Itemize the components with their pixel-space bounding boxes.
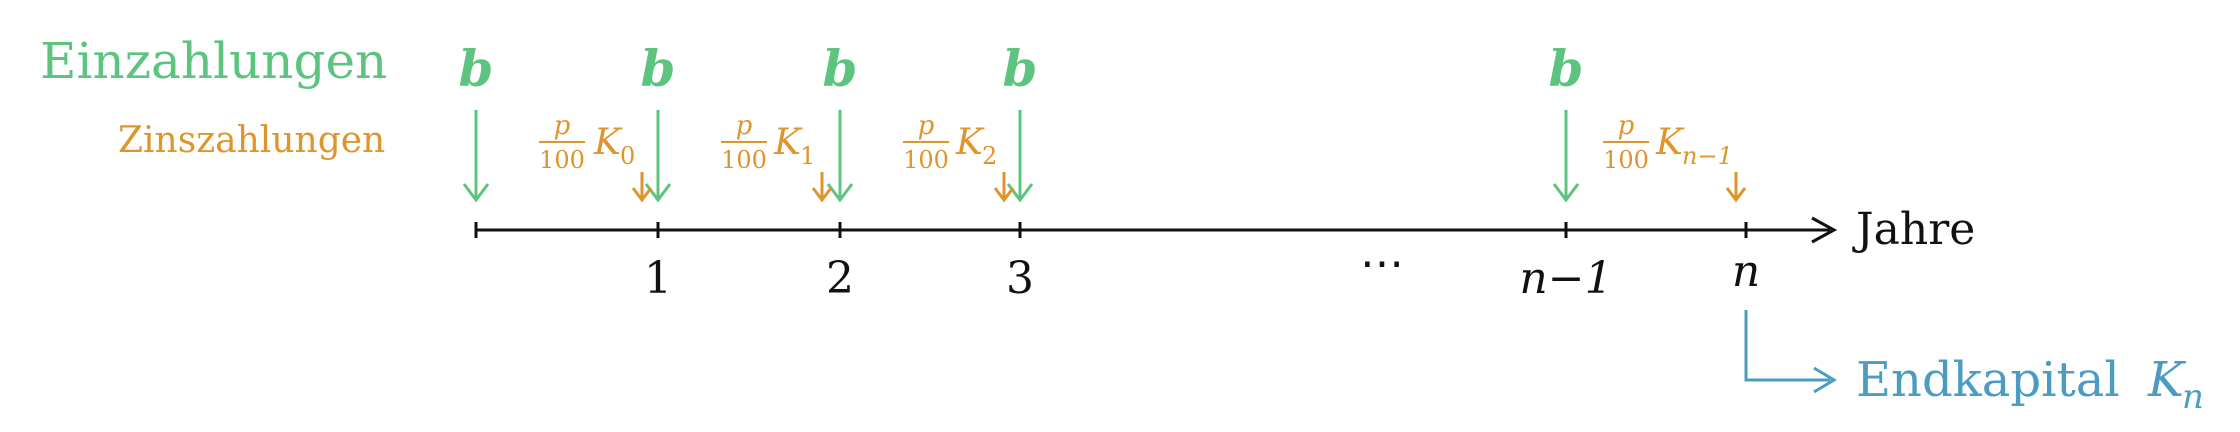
- tick-label-n-minus-1: n−1: [1519, 253, 1612, 304]
- deposit-label: b: [823, 39, 858, 98]
- final-capital: Endkapital K n: [1744, 310, 2204, 417]
- svg-text:K: K: [1655, 122, 1685, 163]
- svg-text:p: p: [736, 111, 753, 141]
- svg-text:100: 100: [539, 146, 585, 174]
- axis-arrowhead: [1811, 216, 1838, 244]
- interest-legend: Zinszahlungen: [118, 120, 386, 161]
- svg-text:K: K: [773, 122, 803, 163]
- final-label: Endkapital: [1856, 352, 2120, 408]
- svg-text:p: p: [1618, 111, 1635, 141]
- svg-text:p: p: [918, 111, 935, 141]
- ellipsis: ⋯: [1360, 238, 1404, 289]
- svg-text:100: 100: [1603, 146, 1649, 174]
- final-subscript: n: [2182, 377, 2204, 417]
- svg-text:K: K: [593, 122, 623, 163]
- svg-text:K: K: [955, 122, 985, 163]
- deposit-label: b: [1549, 39, 1584, 98]
- tick-label-1: 1: [644, 253, 672, 304]
- svg-text:1: 1: [800, 142, 815, 170]
- interest-term: p 100 K 1: [721, 111, 833, 203]
- tick-label-n: n: [1732, 246, 1760, 297]
- svg-text:100: 100: [721, 146, 767, 174]
- axis-label: Jahre: [1852, 204, 1975, 255]
- axis-ticks: [474, 222, 1748, 238]
- tick-label-3: 3: [1006, 253, 1034, 304]
- interest-group: p 100 K 0 p 100 K 1 p 1: [539, 111, 1747, 203]
- tick-label-2: 2: [826, 253, 854, 304]
- svg-text:n−1: n−1: [1682, 142, 1733, 170]
- deposit-label: b: [1003, 39, 1038, 98]
- interest-term: p 100 K 2: [903, 111, 1015, 203]
- deposit-label: b: [641, 39, 676, 98]
- svg-text:2: 2: [982, 142, 997, 170]
- deposit-label: b: [459, 39, 494, 98]
- deposits-legend: Einzahlungen: [40, 32, 388, 90]
- svg-text:100: 100: [903, 146, 949, 174]
- svg-text:0: 0: [620, 142, 635, 170]
- interest-term: p 100 K n−1: [1603, 111, 1747, 203]
- final-symbol: K: [2147, 352, 2187, 408]
- final-arrow: [1744, 310, 1830, 382]
- interest-term: p 100 K 0: [539, 111, 653, 203]
- svg-text:p: p: [554, 111, 571, 141]
- deposit-group: b b b b b: [459, 39, 1584, 203]
